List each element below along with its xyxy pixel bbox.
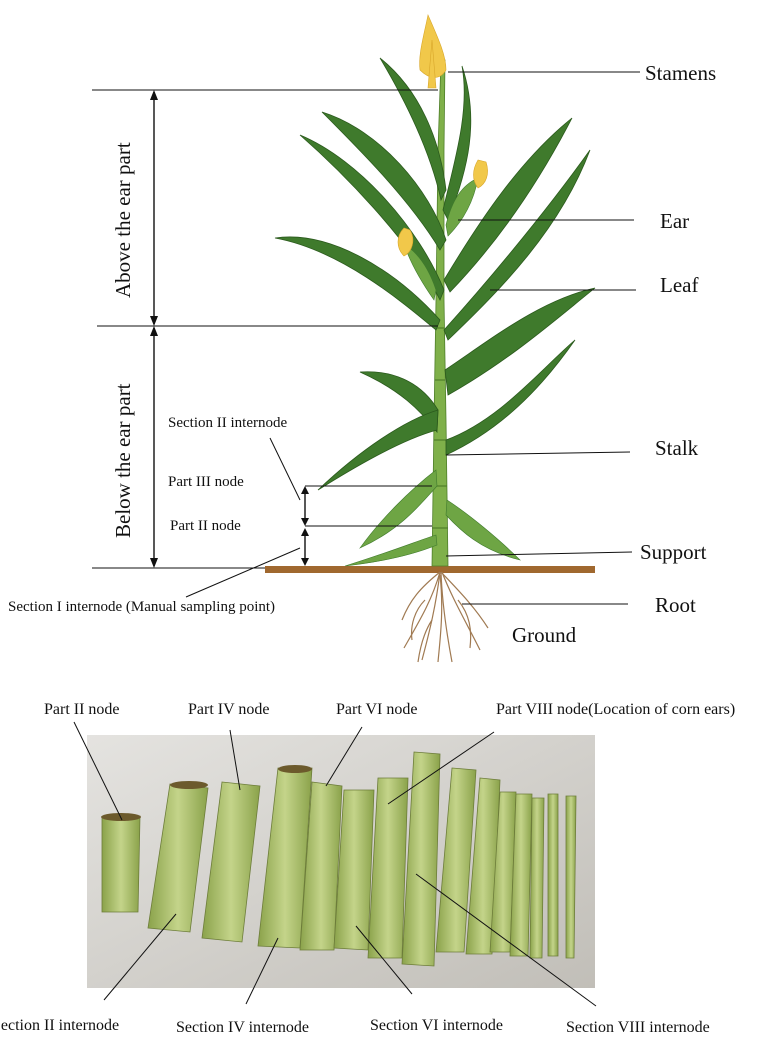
label-part-ii-node-upper: Part II node: [170, 518, 241, 534]
label-part-iv-node: Part IV node: [188, 701, 269, 718]
label-section-viii-internode: Section VIII internode: [566, 1019, 710, 1036]
segment-15: [566, 796, 576, 958]
label-stalk: Stalk: [655, 436, 699, 460]
segment-1: [102, 816, 140, 912]
label-below-ear-part: Below the ear part: [111, 383, 135, 538]
label-leaf: Leaf: [660, 273, 698, 297]
corn-plant-illustration: [265, 15, 595, 662]
label-section-ii-internode-upper: Section II internode: [168, 415, 287, 431]
label-section-i-internode: Section I internode (Manual sampling poi…: [8, 599, 275, 615]
label-part-viii-node: Part VIII node(Location of corn ears): [496, 701, 735, 718]
label-root: Root: [655, 593, 696, 617]
label-section-ii-internode-lower: Section II internode: [0, 1017, 119, 1034]
label-stamens: Stamens: [645, 61, 716, 85]
label-section-vi-internode: Section VI internode: [370, 1017, 503, 1034]
label-support: Support: [640, 540, 707, 564]
label-part-ii-node-lower: Part II node: [44, 701, 120, 718]
label-ground: Ground: [512, 623, 577, 647]
ground-bar: [265, 566, 595, 573]
root-system: [402, 572, 488, 662]
segment-13: [530, 798, 544, 958]
label-part-vi-node: Part VI node: [336, 701, 417, 718]
stalk-segments-photo: [87, 735, 595, 988]
label-part-iii-node-upper: Part III node: [168, 474, 244, 490]
stalk-stem: [432, 60, 448, 566]
label-above-ear-part: Above the ear part: [111, 142, 135, 298]
segment-14: [548, 794, 558, 956]
label-ear: Ear: [660, 209, 689, 233]
label-section-iv-internode: Section IV internode: [176, 1019, 309, 1036]
